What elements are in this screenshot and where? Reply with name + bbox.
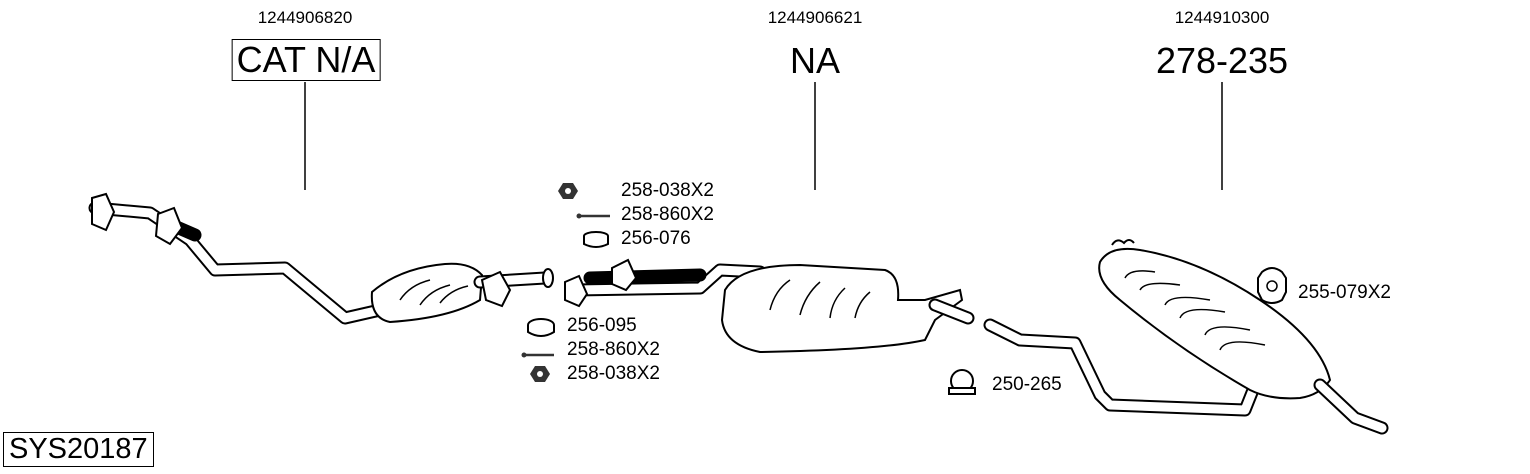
rubber-mount-icon (1257, 267, 1287, 304)
middle-pipe-muffler-part (564, 258, 975, 354)
fitting-code-nut-lower[interactable]: 258-038X2 (567, 363, 660, 384)
fitting-code-nut-upper[interactable]: 258-038X2 (621, 180, 714, 201)
nut-icon (530, 366, 550, 382)
system-id: SYS20187 (3, 432, 154, 467)
fitting-code-gasket-upper[interactable]: 256-076 (621, 228, 691, 249)
part-number-rear: 1244910300 (1174, 8, 1270, 27)
fitting-code-bolt-lower[interactable]: 258-860X2 (567, 339, 660, 360)
rubber-mount-code[interactable]: 255-079X2 (1298, 282, 1391, 303)
bolt-icon (576, 213, 610, 219)
assembly-label-cat[interactable]: CAT N/A (231, 39, 381, 81)
nut-icon (558, 183, 578, 199)
ring-gasket-icon (583, 231, 609, 248)
assembly-label-rear[interactable]: 278-235 (1155, 40, 1289, 81)
clamp-code[interactable]: 250-265 (992, 374, 1062, 395)
rear-muffler-part (983, 239, 1389, 435)
front-pipe-catalyst-part (88, 192, 554, 325)
assembly-label-middle[interactable]: NA (789, 40, 841, 81)
bolt-icon (521, 352, 554, 358)
clamp-icon (948, 369, 976, 395)
fitting-code-gasket-lower[interactable]: 256-095 (567, 315, 637, 336)
fitting-code-bolt-upper[interactable]: 258-860X2 (621, 204, 714, 225)
part-number-cat: 1244906820 (257, 8, 353, 27)
ring-gasket-icon (527, 318, 555, 337)
part-number-middle: 1244906621 (767, 8, 863, 27)
